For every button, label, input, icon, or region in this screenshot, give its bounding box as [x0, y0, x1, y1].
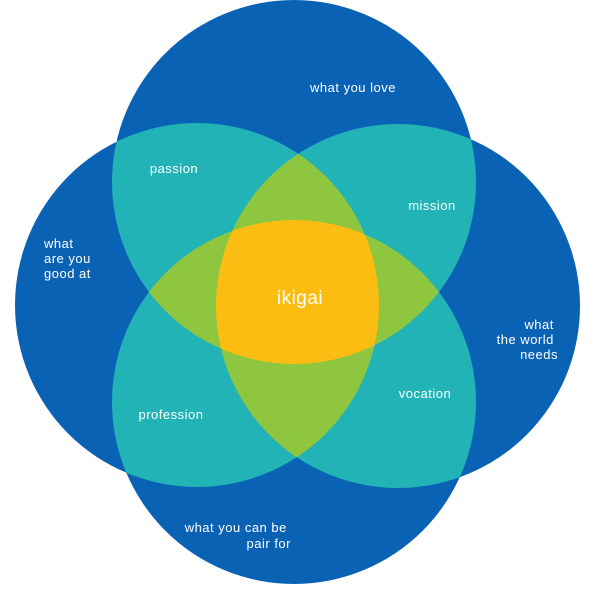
label-vocation: vocation	[399, 386, 451, 401]
label-what-the-world-needs: what the world needs	[497, 317, 558, 362]
label-what-you-can-be-paid-for: what you can be pair for	[184, 520, 291, 551]
labels: what you love passion mission what are y…	[43, 80, 558, 551]
overlap-top-right-bottom	[216, 220, 476, 364]
label-ikigai: ikigai	[277, 288, 323, 309]
overlap-top-left-bottom	[112, 220, 379, 364]
label-profession: profession	[139, 407, 204, 422]
label-what-are-you-good-at: what are you good at	[43, 236, 95, 281]
label-mission: mission	[408, 198, 456, 213]
overlap-left-right-bottom	[216, 220, 379, 487]
triple-overlaps	[112, 124, 476, 487]
label-what-you-love: what you love	[309, 80, 396, 95]
overlap-top-left-right	[216, 124, 379, 364]
label-passion: passion	[150, 161, 198, 176]
